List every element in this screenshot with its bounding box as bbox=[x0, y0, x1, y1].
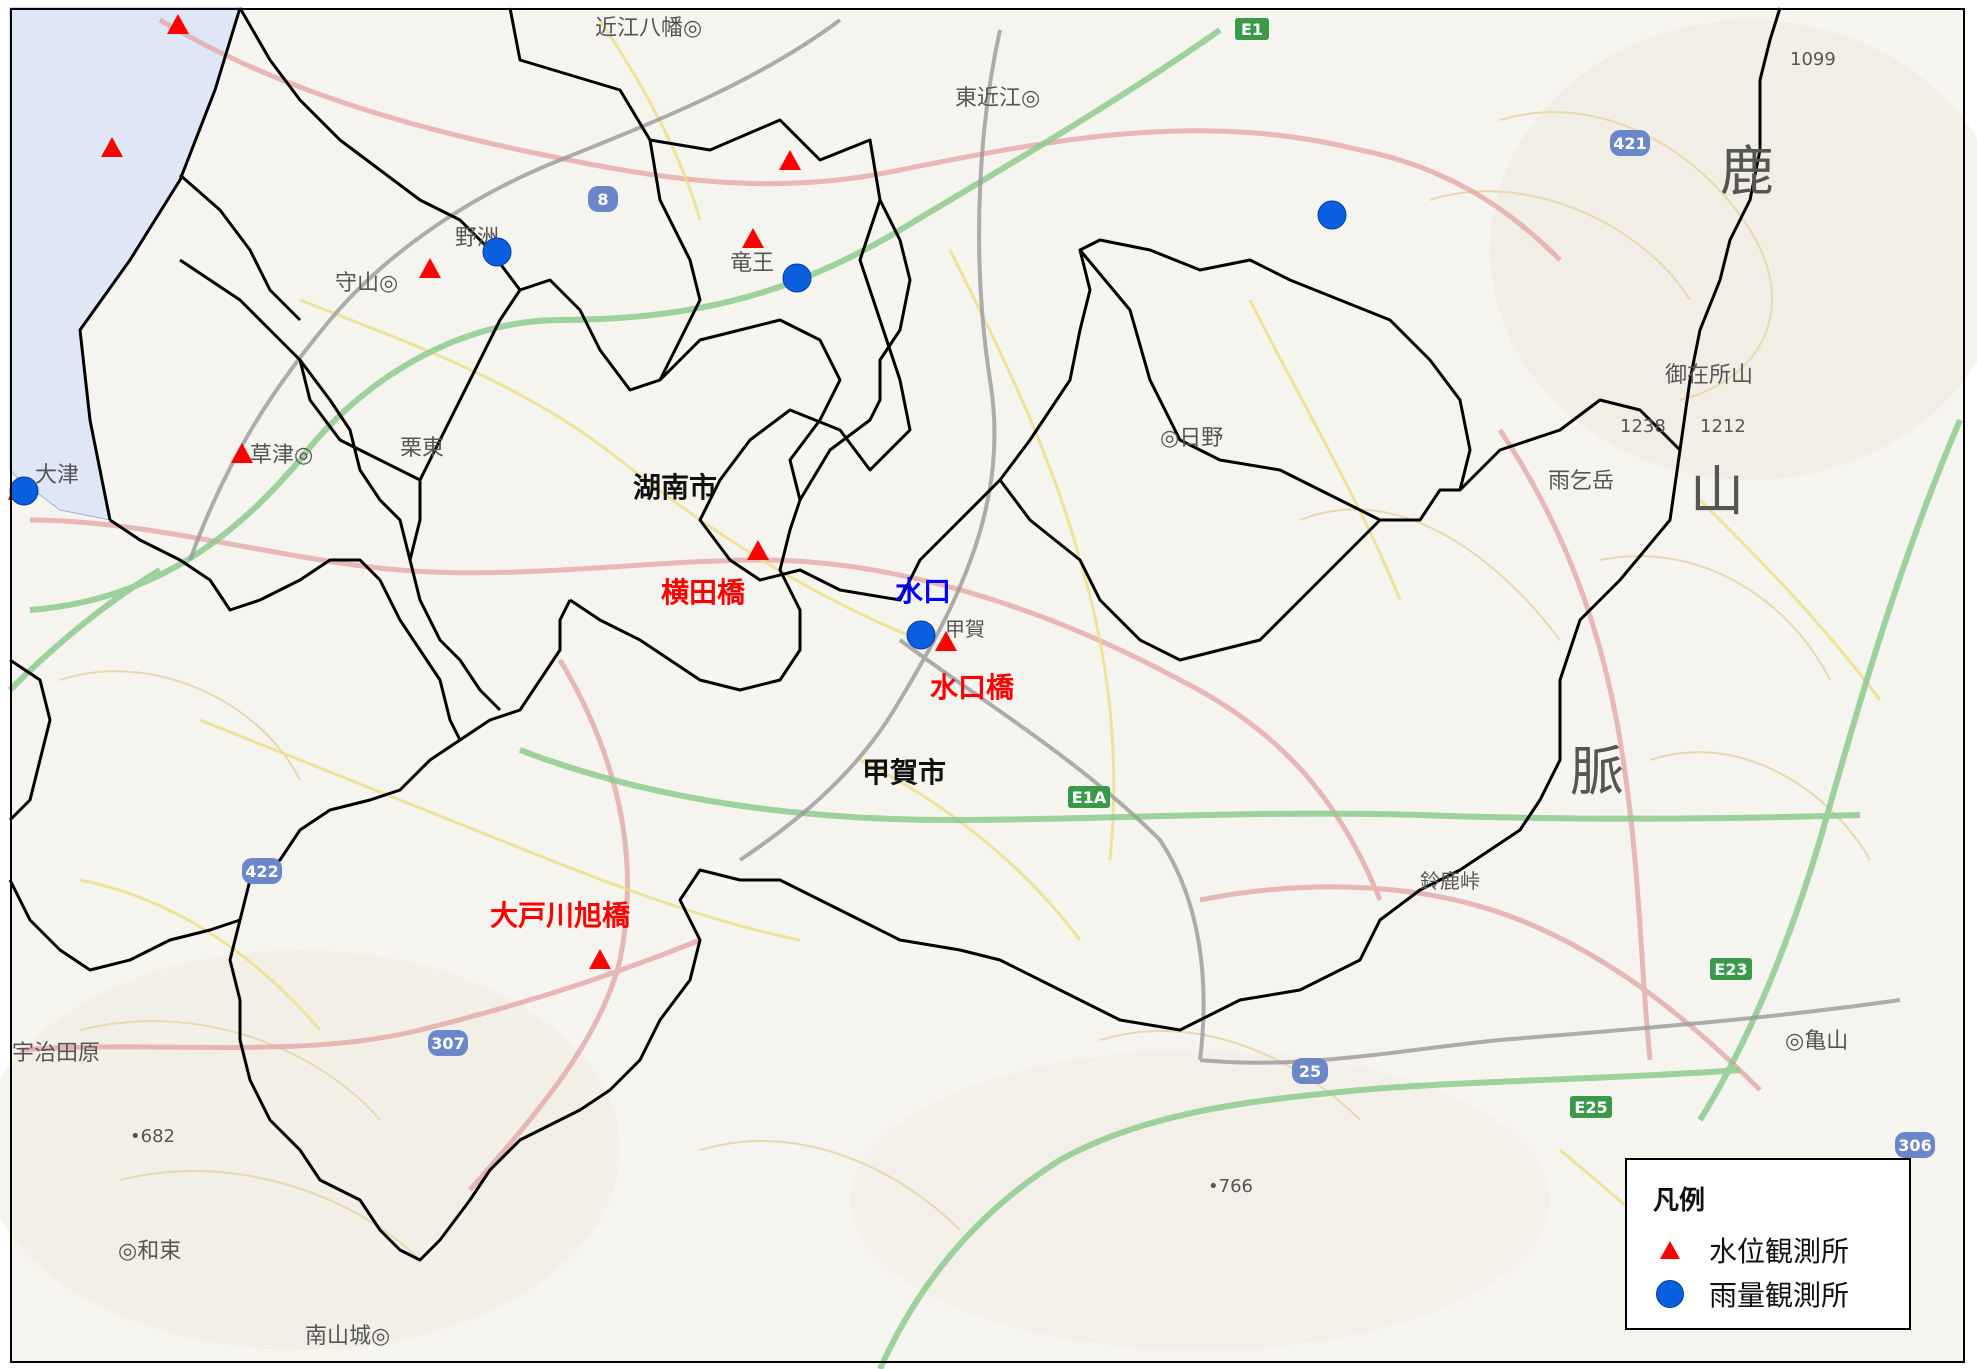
place-label: 脈 bbox=[1570, 740, 1624, 803]
svg-text:8: 8 bbox=[597, 190, 608, 209]
boundary-konan bbox=[408, 278, 842, 712]
water-level-station-marker[interactable] bbox=[167, 14, 189, 34]
rainfall-station-marker[interactable] bbox=[482, 237, 512, 267]
place-labels: 近江八幡◎ 東近江◎ 野洲 守山◎ 竜王 大津 草津◎ 栗東 ◎日野 甲賀 宇治… bbox=[12, 16, 1848, 1349]
boundary-southwest bbox=[8, 879, 241, 972]
svg-text:307: 307 bbox=[431, 1034, 464, 1053]
rainfall-station-marker[interactable] bbox=[9, 476, 39, 506]
road-shield: E25 bbox=[1570, 1096, 1612, 1118]
place-label: 大津 bbox=[35, 463, 79, 488]
road-shield: 25 bbox=[1292, 1058, 1328, 1084]
red-triangle-icon bbox=[1653, 1241, 1687, 1259]
rainfall-station-marker[interactable] bbox=[906, 620, 936, 650]
place-label: 草津◎ bbox=[250, 443, 313, 468]
road-shield: E1 bbox=[1235, 18, 1269, 40]
water-level-station-marker[interactable] bbox=[419, 258, 441, 278]
water-level-station-marker[interactable] bbox=[935, 631, 957, 651]
place-label: 東近江◎ bbox=[955, 86, 1040, 111]
water-level-station-marker[interactable] bbox=[101, 137, 123, 157]
legend-item-label: 水位観測所 bbox=[1709, 1235, 1850, 1268]
road-shield: 421 bbox=[1610, 130, 1650, 156]
svg-text:E1: E1 bbox=[1241, 20, 1263, 39]
svg-text:25: 25 bbox=[1299, 1062, 1321, 1081]
watershed-boundary bbox=[508, 7, 1782, 602]
water-level-station-marker[interactable] bbox=[589, 949, 611, 969]
prefectural-roads bbox=[79, 19, 1882, 1321]
legend-item-water-level: 水位観測所 bbox=[1653, 1230, 1849, 1270]
station-label-minakuchibashi: 水口橋 bbox=[930, 671, 1015, 704]
road-shield: E23 bbox=[1710, 958, 1752, 980]
place-label: ◎和束 bbox=[118, 1239, 181, 1264]
place-label: 近江八幡◎ bbox=[595, 16, 702, 41]
city-label-koka: 甲賀市 bbox=[862, 756, 946, 789]
place-label: ◎亀山 bbox=[1785, 1029, 1848, 1054]
svg-text:306: 306 bbox=[1898, 1136, 1931, 1155]
place-label: 1099 bbox=[1790, 49, 1836, 70]
city-label-konan: 湖南市 bbox=[633, 471, 717, 504]
boundary-lake-shore bbox=[78, 7, 242, 521]
place-label: 南山城◎ bbox=[305, 1324, 390, 1349]
svg-text:E25: E25 bbox=[1574, 1098, 1607, 1117]
road-shield: 8 bbox=[588, 186, 618, 212]
water-level-station-marker[interactable] bbox=[747, 540, 769, 560]
inner-basin-hino-2 bbox=[998, 479, 1382, 662]
svg-text:422: 422 bbox=[245, 862, 278, 881]
place-label: 1212 bbox=[1700, 416, 1746, 437]
place-label: 山 bbox=[1690, 460, 1744, 523]
place-label: 栗東 bbox=[400, 436, 444, 461]
boundary-west-edge bbox=[8, 658, 52, 822]
road-shield: 306 bbox=[1895, 1132, 1935, 1158]
blue-circle-icon bbox=[1653, 1280, 1687, 1308]
rainfall-stations bbox=[9, 200, 1347, 650]
legend-title: 凡例 bbox=[1653, 1186, 1706, 1216]
boundary-west-1 bbox=[238, 599, 572, 921]
place-label: 宇治田原 bbox=[12, 1041, 100, 1066]
place-label: 守山◎ bbox=[335, 271, 398, 296]
road-shield: 307 bbox=[428, 1030, 468, 1056]
boundary-yasu bbox=[238, 7, 522, 291]
water-level-station-marker[interactable] bbox=[779, 150, 801, 170]
map-legend: 凡例 水位観測所 雨量観測所 bbox=[1625, 1158, 1911, 1330]
svg-text:E23: E23 bbox=[1714, 960, 1747, 979]
place-label: 甲賀 bbox=[945, 617, 985, 641]
place-label: •766 bbox=[1208, 1176, 1253, 1197]
boundary-koka-south bbox=[228, 449, 1682, 1262]
boundary-ritto bbox=[298, 359, 412, 561]
expressways bbox=[7, 27, 1963, 1369]
water-level-station-marker[interactable] bbox=[231, 443, 253, 463]
boundary-otsu-south bbox=[109, 518, 382, 612]
svg-text:E1A: E1A bbox=[1072, 788, 1107, 807]
station-label-oto-asahibashi: 大戸川旭橋 bbox=[490, 899, 631, 932]
boundary-otsu-west bbox=[378, 579, 462, 741]
contour-lines bbox=[59, 111, 1871, 1261]
station-label-minakuchi: 水口 bbox=[895, 575, 951, 608]
place-label: 鹿 bbox=[1720, 140, 1774, 203]
road-shields: 8 421 422 307 25 306 E1 E1A E23 E25 bbox=[242, 18, 1935, 1158]
road-shield: E1A bbox=[1068, 786, 1110, 808]
legend-item-label: 雨量観測所 bbox=[1709, 1279, 1850, 1312]
legend-item-rainfall: 雨量観測所 bbox=[1653, 1274, 1849, 1314]
rainfall-station-marker[interactable] bbox=[1317, 200, 1347, 230]
station-label-yokotabashi: 横田橋 bbox=[661, 576, 746, 609]
place-label: 1238 bbox=[1620, 416, 1666, 437]
boundary-ryuo bbox=[648, 139, 702, 381]
boundaries bbox=[8, 7, 1782, 1262]
inner-basin-hino bbox=[1078, 249, 1460, 522]
road-shield: 422 bbox=[242, 858, 282, 884]
place-label: 雨乞岳 bbox=[1548, 469, 1614, 494]
place-label: 竜王 bbox=[730, 251, 774, 276]
rainfall-station-marker[interactable] bbox=[782, 263, 812, 293]
boundary-ryuo-east bbox=[798, 199, 912, 501]
boundary-lake-inner bbox=[179, 173, 302, 322]
svg-text:421: 421 bbox=[1613, 134, 1646, 153]
water-level-station-marker[interactable] bbox=[742, 228, 764, 248]
place-label: •682 bbox=[130, 1126, 175, 1147]
place-label: 御在所山 bbox=[1665, 363, 1753, 388]
place-label: ◎日野 bbox=[1160, 426, 1223, 451]
place-label: 鈴鹿峠 bbox=[1420, 869, 1480, 893]
